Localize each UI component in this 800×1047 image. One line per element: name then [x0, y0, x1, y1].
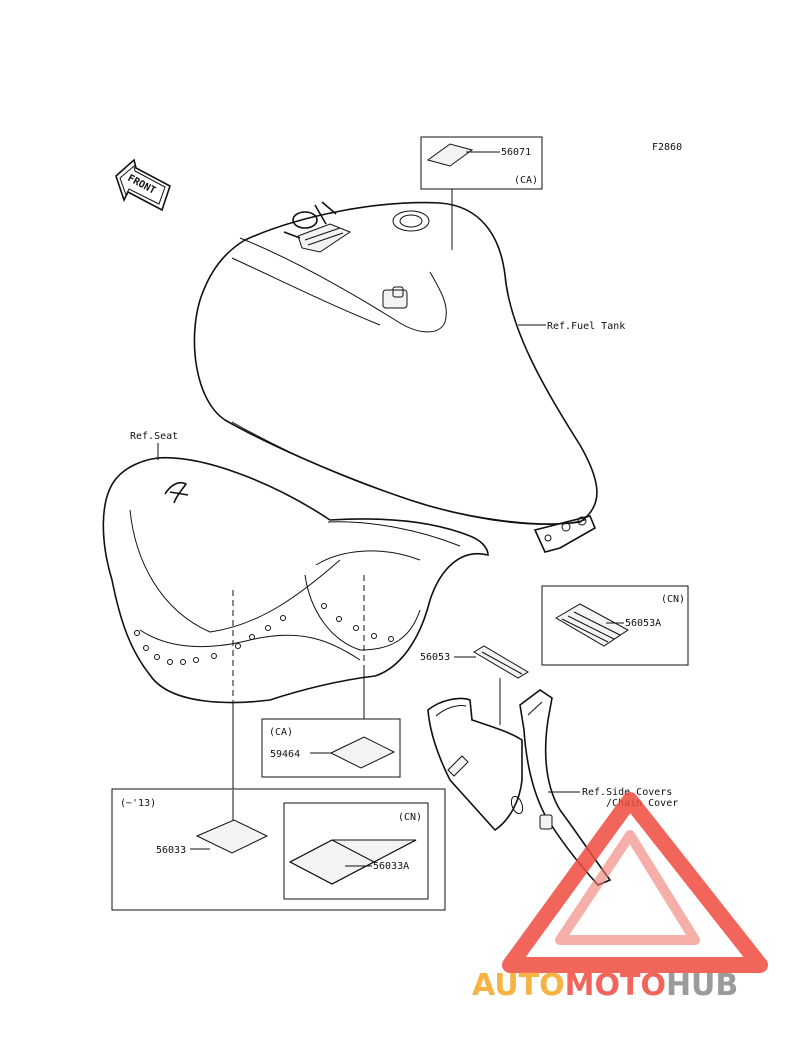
part-56053: 56053 [420, 652, 450, 663]
watermark-auto: AUTO [472, 968, 565, 1003]
front-arrow-icon: FRONT [115, 158, 171, 212]
variant-ca-seat: (CA) [269, 727, 293, 738]
callout-box-56071: 56071 (CA) [420, 136, 543, 250]
label-56071 [426, 143, 474, 167]
part-56071: 56071 [501, 147, 531, 158]
svg-text:AUTOMOTOHUB: AUTOMOTOHUB [472, 968, 738, 1003]
side-covers [427, 689, 612, 886]
callout-box-59464: (CA) 59464 [261, 718, 401, 778]
label-59464 [329, 736, 396, 769]
seat [102, 456, 489, 704]
part-56033: 56033 [156, 845, 186, 856]
variant-cn-56033a: (CN) [398, 812, 422, 823]
callout-box-56033: (~'13) 56033 (CN) 56033A [111, 788, 446, 911]
figure-id: F2860 [652, 142, 682, 153]
label-56053a [555, 603, 629, 647]
variant-cn-56053a: (CN) [661, 594, 685, 605]
callout-box-56033a: (CN) 56033A [283, 802, 429, 900]
label-56053 [473, 645, 529, 679]
watermark-moto: MOTO [565, 968, 666, 1003]
ref-fuel-tank: Ref.Fuel Tank [547, 321, 625, 332]
part-56033a: 56033A [373, 861, 409, 872]
watermark-hub: HUB [666, 968, 738, 1003]
ref-seat: Ref.Seat [130, 431, 178, 442]
watermark-logo: AUTOMOTOHUB [472, 792, 768, 1003]
part-59464: 59464 [270, 749, 300, 760]
fuel-tank [193, 201, 598, 553]
label-56033 [195, 819, 269, 854]
variant-years: (~'13) [120, 798, 156, 809]
part-56053a: 56053A [625, 618, 661, 629]
callout-box-56053a: (CN) 56053A [541, 585, 689, 666]
triangle-logo-icon [502, 792, 768, 973]
ref-side-covers-line1: Ref.Side Covers [582, 787, 672, 798]
variant-ca-tank: (CA) [514, 175, 538, 186]
